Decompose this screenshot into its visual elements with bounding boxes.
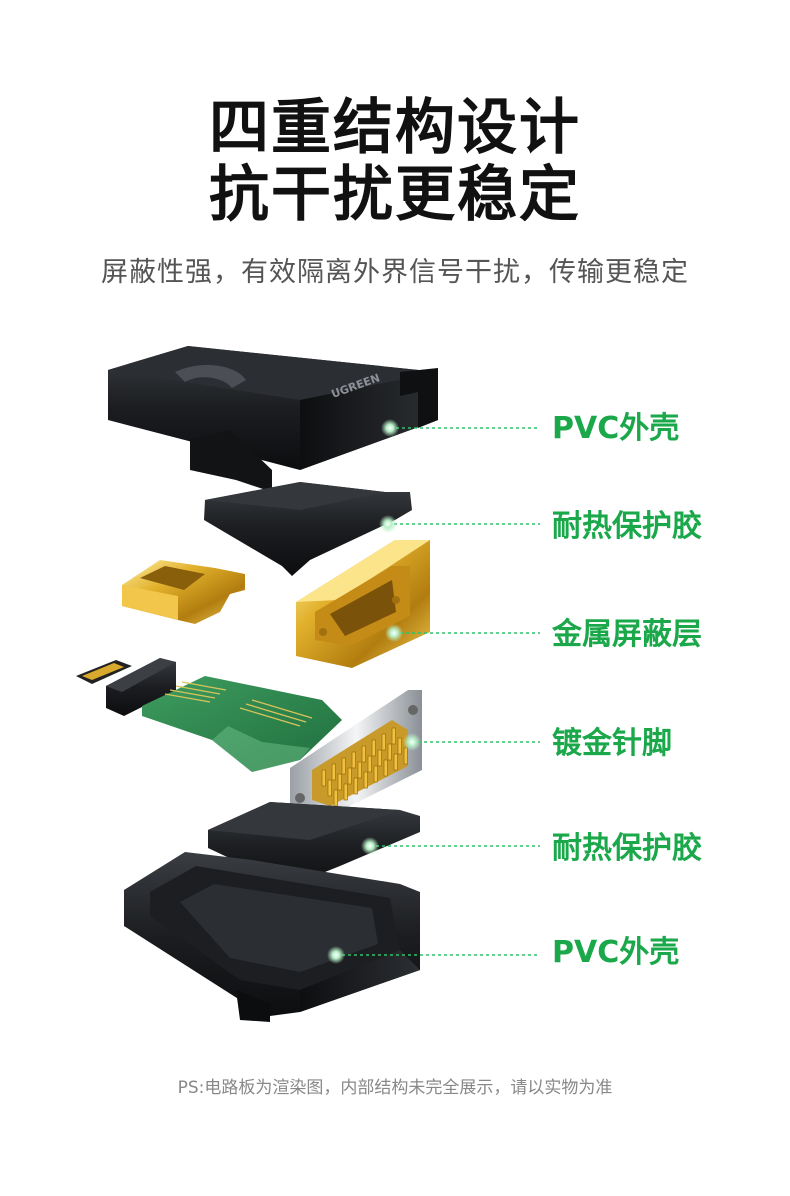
pin	[331, 763, 336, 781]
pin	[391, 727, 396, 745]
label-heat-resistant-bottom: 耐热保护胶	[552, 831, 702, 866]
bottom-pvc-shell	[124, 852, 420, 1022]
pin	[337, 773, 342, 791]
heading-line-1: 四重结构设计	[209, 93, 581, 163]
footnote: PS:电路板为渲染图，内部结构未完全展示，请以实物为准	[177, 1078, 613, 1098]
circuit-board	[142, 676, 342, 772]
pin	[393, 753, 398, 771]
pin	[353, 777, 358, 795]
heading-line-2: 抗干扰更稳定	[209, 160, 581, 230]
pin	[333, 789, 338, 807]
upper-heat-resistant-layer	[204, 482, 412, 576]
pin	[383, 759, 388, 777]
pin	[327, 779, 332, 797]
label-gold-pins: 镀金针脚	[552, 726, 672, 761]
pin	[377, 749, 382, 767]
pin	[397, 737, 402, 755]
label-pvc-shell-bottom: PVC外壳	[552, 935, 680, 970]
hdmi-port-shield	[122, 560, 245, 624]
label-pvc-shell-top: PVC外壳	[552, 411, 680, 446]
pin	[371, 739, 376, 757]
label-metal-shield: 金属屏蔽层	[552, 617, 702, 652]
pin	[387, 743, 392, 761]
subtitle: 屏蔽性强，有效隔离外界信号干扰，传输更稳定	[101, 257, 689, 288]
pin	[367, 755, 372, 773]
pin	[381, 733, 386, 751]
pin	[351, 751, 356, 769]
micro-hdmi-tip	[76, 660, 132, 684]
top-pvc-shell: UGREEN	[108, 346, 438, 492]
pin	[347, 767, 352, 785]
pin	[363, 771, 368, 789]
callout-leaders	[327, 419, 540, 964]
label-heat-resistant-top: 耐热保护胶	[552, 509, 702, 544]
pin	[341, 757, 346, 775]
gold-plated-pins	[290, 690, 422, 830]
metal-shield-case	[296, 540, 430, 668]
connector-block	[106, 658, 176, 716]
pin	[373, 765, 378, 783]
pin	[343, 783, 348, 801]
pin	[357, 761, 362, 779]
pin	[321, 769, 326, 787]
pin	[361, 745, 366, 763]
pin	[403, 747, 408, 765]
